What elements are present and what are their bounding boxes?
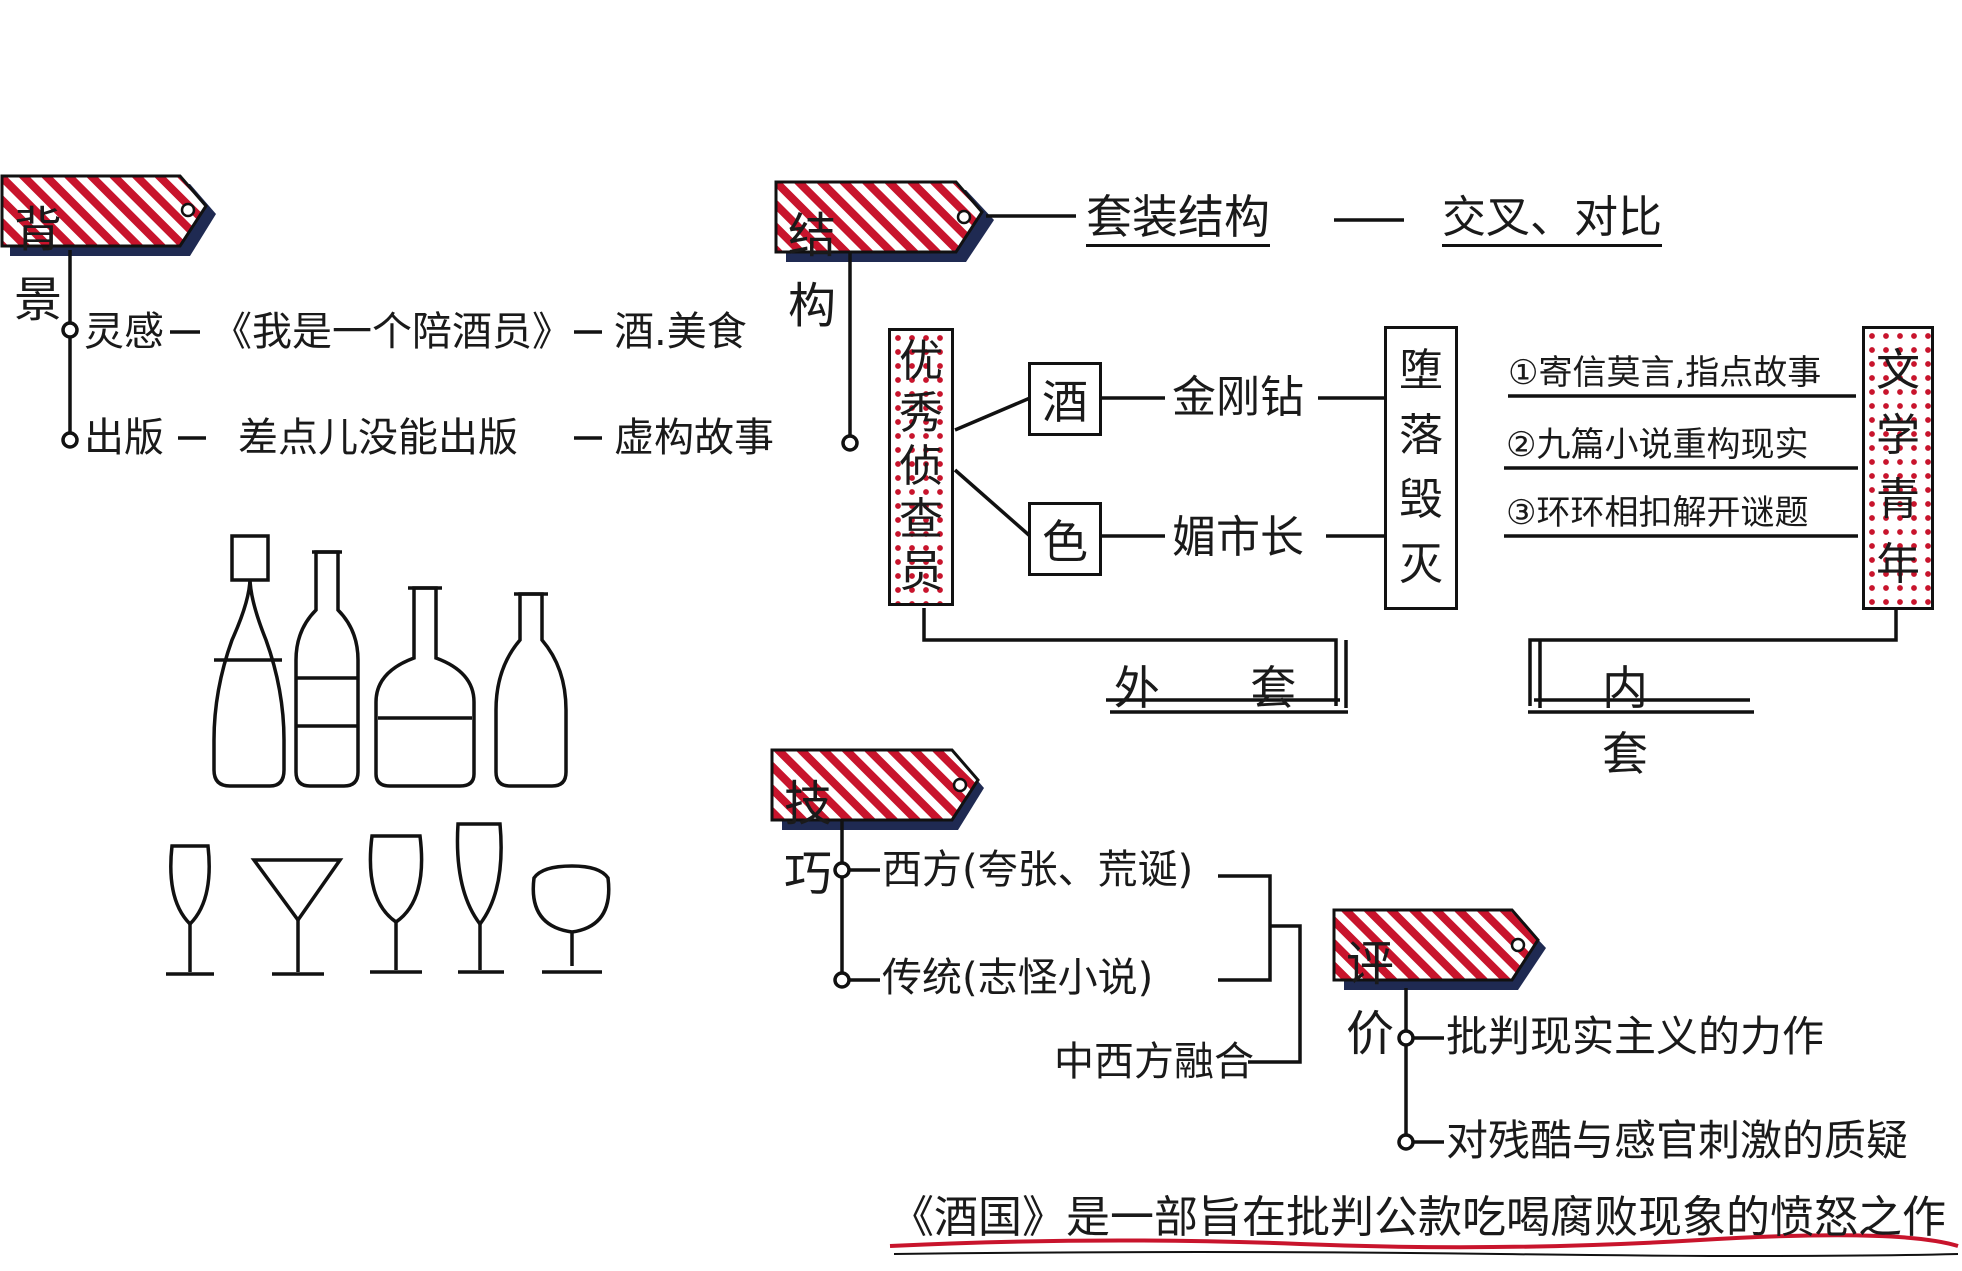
inner-label: 内 套 — [1602, 661, 1686, 781]
theme-target-lust: 媚市长 — [1172, 512, 1304, 563]
outer-result-box: 堕 落 毁 灭 — [1384, 326, 1458, 610]
background-item-middle: 差点儿没能出版 — [238, 415, 518, 461]
background-item-end: 虚构故事 — [614, 415, 774, 461]
theme-box-wine: 酒 — [1028, 362, 1102, 436]
tag-technique-label: 技 巧 — [784, 776, 855, 902]
tag-background-label: 背 景 — [14, 202, 85, 328]
outer-character-char: 秀 — [899, 388, 943, 440]
technique-item: 传统(志怪小说) — [882, 955, 1154, 1001]
tag-structure-shape — [774, 180, 994, 262]
tag-background-shape — [0, 174, 216, 256]
outer-result-char: 落 — [1399, 409, 1443, 461]
conclusion-text: 《酒国》是一部旨在批判公款吃喝腐败现象的愤怒之作 — [890, 1192, 1946, 1243]
inner-character-char: 青 — [1876, 474, 1920, 526]
outer-character-char: 员 — [899, 546, 943, 598]
inner-character-char: 年 — [1876, 538, 1920, 590]
conclusion-underline — [889, 1233, 1959, 1250]
outer-label: 外 套 — [1113, 661, 1335, 715]
outer-character-char: 侦 — [899, 440, 943, 492]
inner-point: ③环环相扣解开谜题 — [1506, 493, 1809, 533]
technique-item: 西方(夸张、荒诞) — [882, 847, 1194, 893]
outer-character-char: 优 — [899, 335, 943, 387]
evaluation-item: 对残酷与感官刺激的质疑 — [1446, 1116, 1909, 1165]
technique-result: 中西方融合 — [1054, 1039, 1254, 1085]
structure-headline: 套装结构 — [1086, 194, 1270, 247]
inner-point: ②九篇小说重构现实 — [1506, 425, 1809, 465]
inner-character-char: 学 — [1876, 409, 1920, 461]
outer-result-char: 堕 — [1399, 345, 1443, 397]
tag-evaluation-shape — [1332, 908, 1546, 990]
tag-evaluation-label: 评 价 — [1346, 936, 1417, 1062]
background-item-label: 出版 — [84, 415, 164, 461]
theme-box-lust: 色 — [1028, 502, 1102, 576]
background-item-label: 灵感 — [84, 309, 164, 355]
outer-character-char: 查 — [899, 493, 943, 545]
outer-character-box: 优 秀 侦 查 员 — [888, 328, 954, 606]
background-item-middle: 《我是一个陪酒员》 — [212, 309, 572, 355]
background-item-end: 酒.美食 — [614, 309, 747, 355]
outer-result-char: 灭 — [1399, 538, 1443, 590]
evaluation-item: 批判现实主义的力作 — [1446, 1012, 1825, 1061]
inner-character-box: 文 学 青 年 — [1862, 326, 1934, 610]
structure-headline-note: 交叉、对比 — [1442, 196, 1662, 247]
tag-technique-shape — [770, 748, 984, 830]
inner-point: ①寄信莫言,指点故事 — [1508, 353, 1822, 393]
bottles-illustration — [166, 534, 611, 976]
theme-target-wine: 金刚钻 — [1172, 372, 1304, 423]
tag-structure-label: 结 构 — [788, 208, 859, 334]
outer-result-char: 毁 — [1399, 474, 1443, 526]
inner-character-char: 文 — [1876, 345, 1920, 397]
connectors — [61, 214, 1898, 1151]
